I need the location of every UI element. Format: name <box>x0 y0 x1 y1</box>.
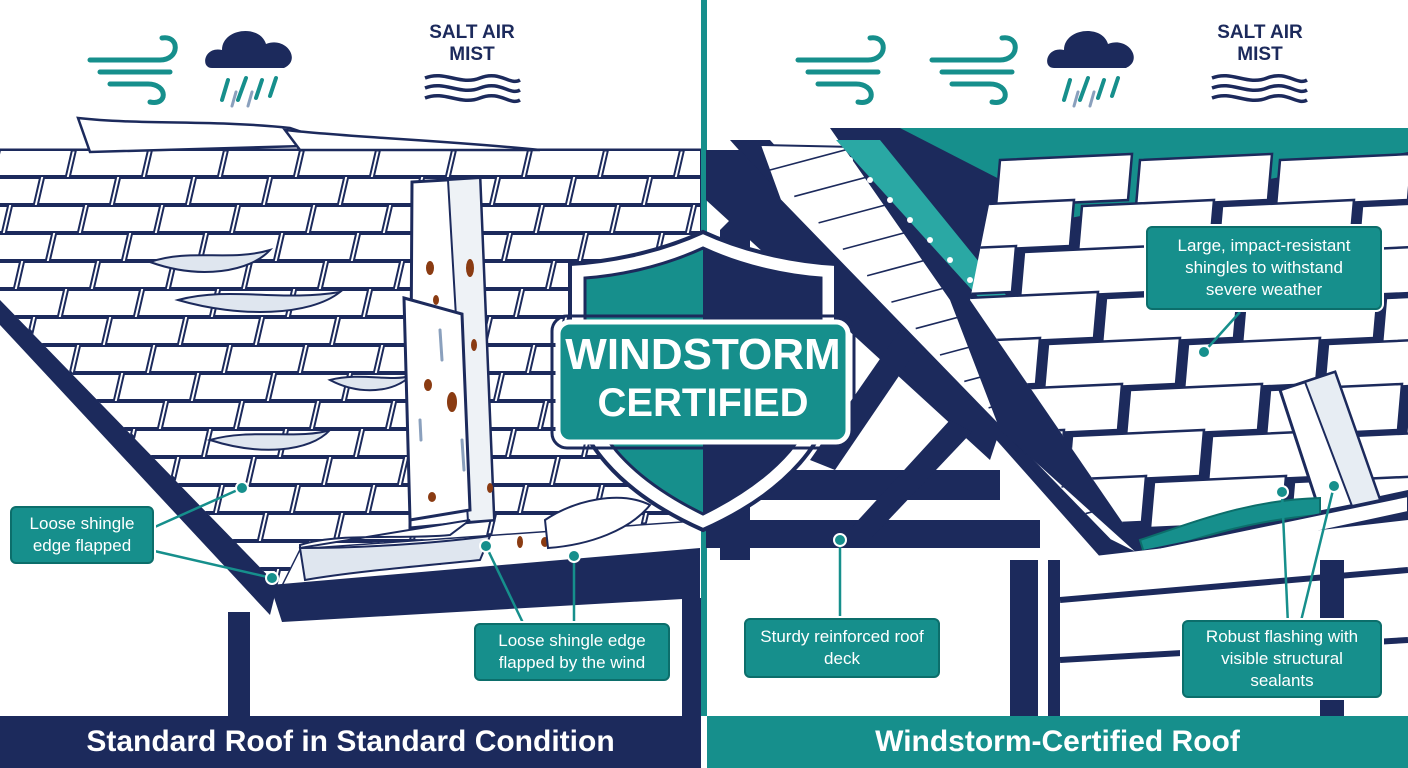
callout-reinforced-roof-deck: Sturdy reinforced roof deck <box>744 618 940 678</box>
left-banner-title: Standard Roof in Standard Condition <box>0 716 701 768</box>
right-banner-title: Windstorm-Certified Roof <box>707 716 1408 768</box>
wind-icon <box>87 35 178 105</box>
standard-roof-illustration <box>0 116 702 716</box>
lifted-ridge-shingle <box>76 116 341 154</box>
wind-icon <box>795 35 1018 105</box>
rain-cloud-icon <box>1047 31 1134 108</box>
rain-cloud-icon <box>205 31 292 108</box>
left-porch-post <box>228 612 250 716</box>
callout-impact-resistant-shingles: Large, impact-resistant shingles to with… <box>1146 226 1382 310</box>
salt-mist-waves-icon <box>424 73 521 104</box>
callout-loose-shingle-edge: Loose shingle edge flapped <box>10 506 154 564</box>
banner-divider <box>701 716 707 768</box>
callout-robust-flashing: Robust flashing with visible structural … <box>1182 620 1382 698</box>
right-salt-air-mist-label: SALT AIR MIST <box>1217 22 1303 65</box>
shield-icon <box>550 229 856 533</box>
badge-line-2: CERTIFIED <box>597 381 809 425</box>
windstorm-certified-badge: WINDSTORM CERTIFIED <box>557 330 849 426</box>
left-salt-air-mist-label: SALT AIR MIST <box>429 22 515 65</box>
right-porch-post <box>1010 560 1038 716</box>
callout-leaders <box>147 311 1336 626</box>
salt-mist-waves-icon <box>1211 73 1308 104</box>
flapping-edge-shingle <box>543 496 652 550</box>
badge-line-1: WINDSTORM <box>565 330 841 379</box>
callout-loose-shingle-wind: Loose shingle edge flapped by the wind <box>474 623 670 681</box>
left-fascia <box>270 548 700 622</box>
